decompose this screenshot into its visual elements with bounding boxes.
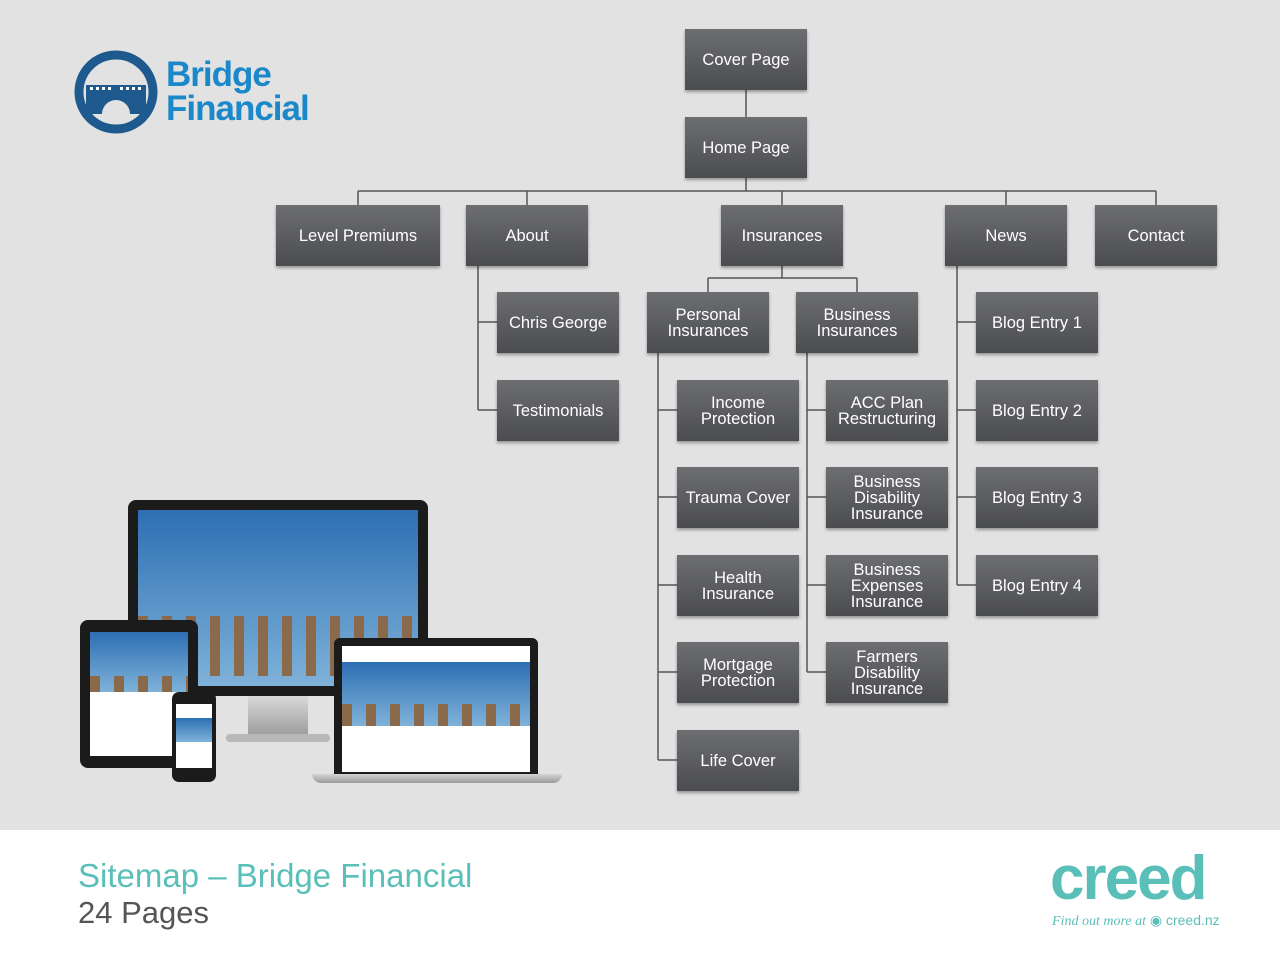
laptop-base bbox=[312, 774, 562, 783]
node-personal-insurances[interactable]: Personal Insurances bbox=[647, 292, 769, 353]
node-label: Trauma Cover bbox=[685, 488, 791, 507]
node-label: Blog Entry 3 bbox=[992, 488, 1082, 507]
node-news[interactable]: News bbox=[945, 205, 1067, 266]
page-count: 24 Pages bbox=[78, 895, 209, 930]
creed-tagline: Find out more at ◉ creed.nz bbox=[1052, 912, 1220, 930]
bridge-logo-icon bbox=[74, 50, 158, 134]
node-label: Blog Entry 4 bbox=[992, 576, 1082, 595]
logo-word-bridge: Bridge bbox=[166, 55, 272, 94]
logo-word-financial: Financial bbox=[166, 89, 310, 128]
node-label: Home Page bbox=[702, 138, 790, 157]
node-testimonials[interactable]: Testimonials bbox=[497, 380, 619, 441]
sitemap-title: Sitemap – Bridge Financial bbox=[78, 857, 473, 894]
node-business-disability-insurance[interactable]: Business Disability Insurance bbox=[826, 467, 948, 528]
node-label: Blog Entry 2 bbox=[992, 401, 1082, 420]
node-label: Level Premiums bbox=[298, 226, 418, 245]
node-label: Mortgage Protection bbox=[700, 655, 776, 690]
node-label: Blog Entry 1 bbox=[992, 313, 1082, 332]
smartphone-screen bbox=[176, 704, 212, 768]
node-health-insurance[interactable]: Health Insurance bbox=[677, 555, 799, 616]
node-label: Health Insurance bbox=[701, 568, 775, 603]
node-mortgage-protection[interactable]: Mortgage Protection bbox=[677, 642, 799, 703]
node-label: Business Disability Insurance bbox=[850, 472, 924, 523]
node-income-protection[interactable]: Income Protection bbox=[677, 380, 799, 441]
node-label: Life Cover bbox=[700, 751, 776, 770]
node-label: Contact bbox=[1127, 226, 1185, 245]
creed-logo[interactable]: creed Find out more at ◉ creed.nz bbox=[1050, 848, 1250, 938]
node-contact[interactable]: Contact bbox=[1095, 205, 1217, 266]
node-label: Insurances bbox=[741, 226, 823, 245]
node-label: Personal Insurances bbox=[667, 305, 749, 340]
responsive-devices-mockup bbox=[76, 496, 566, 796]
node-acc-plan-restructuring[interactable]: ACC Plan Restructuring bbox=[826, 380, 948, 441]
footer bbox=[0, 830, 1280, 960]
laptop bbox=[334, 638, 538, 774]
node-label: Chris George bbox=[508, 313, 608, 332]
smartphone bbox=[172, 692, 216, 782]
node-blog-entry-2[interactable]: Blog Entry 2 bbox=[976, 380, 1098, 441]
tablet-screen bbox=[90, 632, 188, 756]
creed-wordmark: creed bbox=[1050, 844, 1207, 913]
node-trauma-cover[interactable]: Trauma Cover bbox=[677, 467, 799, 528]
node-farmers-disability-insurance[interactable]: Farmers Disability Insurance bbox=[826, 642, 948, 703]
node-label: Testimonials bbox=[512, 401, 604, 420]
globe-icon: ◉ bbox=[1149, 912, 1163, 928]
node-chris-george[interactable]: Chris George bbox=[497, 292, 619, 353]
node-insurances[interactable]: Insurances bbox=[721, 205, 843, 266]
node-label: Income Protection bbox=[700, 393, 776, 428]
sitemap-connectors bbox=[357, 90, 1157, 761]
node-blog-entry-3[interactable]: Blog Entry 3 bbox=[976, 467, 1098, 528]
node-label: Business Expenses Insurance bbox=[850, 560, 924, 611]
node-home-page[interactable]: Home Page bbox=[685, 117, 807, 178]
monitor-stand bbox=[248, 696, 308, 736]
node-blog-entry-4[interactable]: Blog Entry 4 bbox=[976, 555, 1098, 616]
bridge-financial-logo: Bridge Financial bbox=[72, 48, 322, 138]
node-blog-entry-1[interactable]: Blog Entry 1 bbox=[976, 292, 1098, 353]
monitor-base bbox=[226, 734, 330, 742]
node-label: Business Insurances bbox=[816, 305, 898, 340]
node-business-expenses-insurance[interactable]: Business Expenses Insurance bbox=[826, 555, 948, 616]
node-about[interactable]: About bbox=[466, 205, 588, 266]
node-label: ACC Plan Restructuring bbox=[837, 393, 937, 428]
node-life-cover[interactable]: Life Cover bbox=[677, 730, 799, 791]
creed-url[interactable]: creed.nz bbox=[1165, 912, 1220, 928]
node-label: Farmers Disability Insurance bbox=[850, 647, 924, 698]
node-business-insurances[interactable]: Business Insurances bbox=[796, 292, 918, 353]
node-cover-page[interactable]: Cover Page bbox=[685, 29, 807, 90]
node-label: About bbox=[505, 226, 549, 245]
node-label: News bbox=[985, 226, 1027, 245]
creed-tag-text: Find out more at bbox=[1052, 914, 1146, 929]
node-level-premiums[interactable]: Level Premiums bbox=[276, 205, 440, 266]
sitemap-canvas: Bridge Financial Cover Page Home Page Le… bbox=[0, 0, 1280, 830]
laptop-screen bbox=[342, 646, 530, 772]
node-label: Cover Page bbox=[702, 50, 790, 69]
